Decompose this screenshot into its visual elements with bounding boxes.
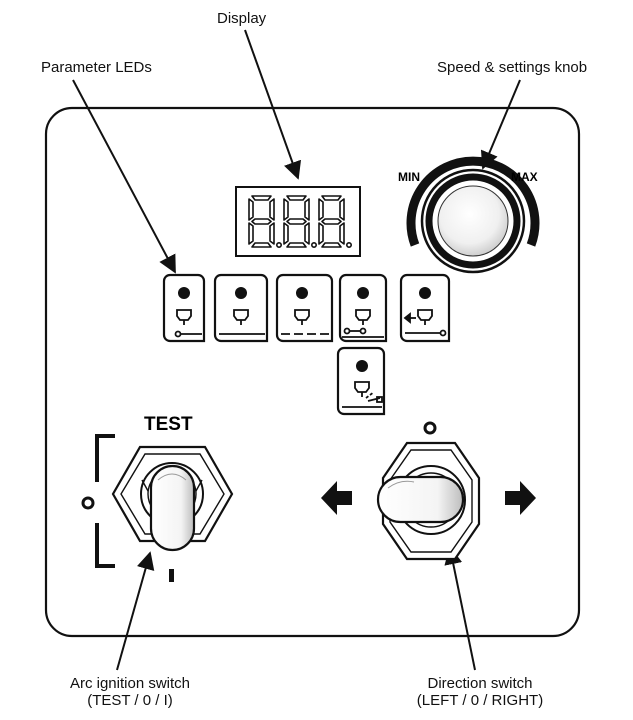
leader-knob <box>480 79 521 170</box>
led-tiny-circle-icon <box>342 309 384 338</box>
led-arc-icon <box>219 309 265 335</box>
led-indicator <box>296 287 308 299</box>
knob-min-label: MIN <box>398 170 420 184</box>
leader-display <box>244 29 302 180</box>
led-button-2[interactable] <box>213 273 269 343</box>
callout-display: Display <box>217 10 267 27</box>
led-indicator <box>419 287 431 299</box>
callout-direction-switch-line1: Direction switch <box>427 675 533 692</box>
bracket-i-position <box>95 523 115 568</box>
led-feed-arrow-icon <box>403 309 447 337</box>
display-7seg-icon <box>235 186 361 257</box>
leader-arc-switch <box>116 551 155 671</box>
led-button-4[interactable] <box>338 273 388 343</box>
callout-arc-switch-line1: Arc ignition switch <box>69 675 191 692</box>
position-i-marker <box>169 569 174 582</box>
bracket-test-position <box>95 434 115 482</box>
position-0-marker <box>81 496 95 510</box>
direction-0-marker <box>423 421 437 435</box>
callout-direction-switch-line2: (LEFT / 0 / RIGHT) <box>416 692 544 709</box>
callout-arc-switch-line2: (TEST / 0 / I) <box>87 692 173 709</box>
test-label: TEST <box>144 414 193 435</box>
led-button-1[interactable] <box>162 273 206 343</box>
callout-parameter-leds: Parameter LEDs <box>41 59 152 76</box>
callout-direction-switch: Direction switch (LEFT / 0 / RIGHT) <box>385 675 575 709</box>
led-indicator <box>178 287 190 299</box>
knob-max-label: MAX <box>511 170 538 184</box>
led-button-5[interactable] <box>399 273 451 343</box>
led-indicator <box>357 287 369 299</box>
arrow-right-icon <box>505 481 536 515</box>
led-indicator <box>235 287 247 299</box>
toggle-switch-icon[interactable] <box>111 445 234 552</box>
arrow-left-icon <box>321 481 352 515</box>
leader-parameter-leds <box>72 79 176 274</box>
speed-settings-knob[interactable] <box>406 156 540 274</box>
callout-arc-switch: Arc ignition switch (TEST / 0 / I) <box>35 675 225 709</box>
callout-knob: Speed & settings knob <box>437 59 588 76</box>
led-indicator <box>356 360 368 372</box>
leader-direction-switch <box>444 546 476 671</box>
knob-scale-arc <box>406 156 540 247</box>
led-button-3[interactable] <box>275 273 334 343</box>
led-wire-icon <box>342 381 383 408</box>
led-arc-dashed-icon <box>281 309 330 335</box>
rotary-switch-icon[interactable] <box>376 441 481 561</box>
led-button-6[interactable] <box>336 346 386 416</box>
led-pilot-icon <box>174 309 202 338</box>
